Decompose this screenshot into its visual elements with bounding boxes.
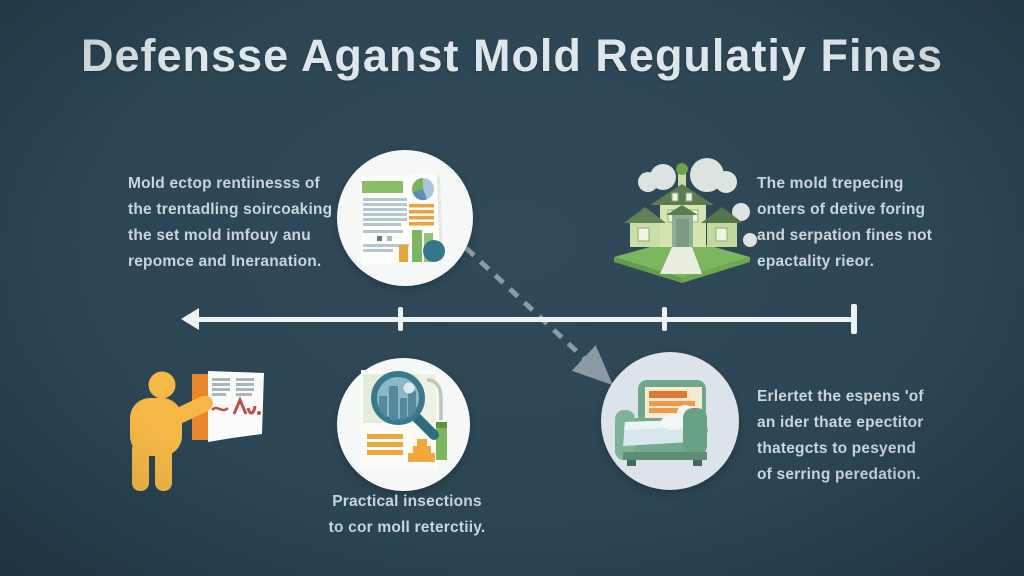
green-header-bar bbox=[362, 181, 403, 193]
house-graphic bbox=[614, 158, 757, 283]
teal-dot bbox=[423, 240, 445, 262]
text-line: of serring peredation. bbox=[757, 466, 921, 483]
lens-highlight bbox=[403, 382, 415, 394]
timeline-tick bbox=[662, 307, 667, 331]
caption-bottom-center: Practical insections to cor moll reterct… bbox=[287, 489, 527, 541]
magnifier-glass bbox=[371, 371, 439, 440]
text-line: repomce and Ineranation. bbox=[128, 253, 322, 270]
bed-graphic bbox=[615, 380, 709, 466]
chimney bbox=[678, 173, 686, 188]
skyline bbox=[379, 386, 416, 421]
porch-roof bbox=[666, 205, 698, 215]
text-line: thategcts to pesyend bbox=[757, 440, 917, 457]
text-line: the trentadling soircoaking bbox=[128, 201, 333, 218]
text-line: onters of detive foring bbox=[757, 201, 926, 218]
text-line: epactality rieor. bbox=[757, 253, 875, 270]
presenter-graphic bbox=[130, 371, 264, 491]
right-armrest bbox=[683, 408, 707, 456]
bed-leg bbox=[693, 460, 702, 466]
magnifier-inspection-icon bbox=[337, 358, 470, 491]
text-line: to cor moll reterctiiy. bbox=[328, 519, 486, 536]
inspection-graphic bbox=[361, 370, 447, 470]
text-line: the set mold imfouy anu bbox=[128, 227, 311, 244]
orange-lines bbox=[367, 434, 403, 455]
walkway bbox=[660, 247, 702, 274]
text-block-top-left: Mold ectop rentiinesss of the trentadlin… bbox=[128, 171, 353, 275]
person-figure bbox=[130, 371, 213, 491]
left-roof bbox=[624, 207, 666, 223]
dashed-line bbox=[464, 246, 613, 386]
timeline-end-cap bbox=[851, 304, 857, 334]
report-chart-document-icon bbox=[337, 150, 473, 286]
blanket bbox=[623, 414, 691, 446]
timeline-left-arrowhead-icon bbox=[181, 308, 199, 330]
text-line: The mold trepecing bbox=[757, 175, 904, 192]
text-block-top-right: The mold trepecing onters of detive fori… bbox=[757, 171, 982, 275]
chimney-bush bbox=[676, 163, 688, 175]
bed-icon bbox=[601, 352, 739, 490]
green-bar-cap bbox=[436, 422, 447, 428]
green-bar bbox=[436, 422, 447, 460]
text-lines bbox=[363, 198, 409, 252]
green-house-icon bbox=[610, 152, 758, 294]
base-bar bbox=[623, 452, 707, 460]
door bbox=[676, 219, 689, 247]
right-roof bbox=[701, 207, 743, 223]
main-roof bbox=[650, 184, 714, 205]
text-line: Erlertet the espens 'of bbox=[757, 388, 924, 405]
text-line: and serpation fines not bbox=[757, 227, 933, 244]
bed-leg bbox=[627, 460, 636, 466]
orange-steps bbox=[408, 439, 435, 462]
signature-squiggle bbox=[211, 396, 261, 415]
text-line: Mold ectop rentiinesss of bbox=[128, 175, 320, 192]
presenter-with-chart-icon bbox=[112, 358, 292, 508]
page-title: Defensse Aganst Mold Regulatiy Fines bbox=[81, 30, 943, 81]
orange-lines bbox=[409, 204, 434, 226]
pie-chart bbox=[412, 178, 434, 201]
text-block-bottom-right: Erlertet the espens 'of an ider thate ep… bbox=[757, 384, 987, 488]
text-line: Practical insections bbox=[332, 493, 482, 510]
tube bbox=[426, 378, 443, 420]
text-line: an ider thate epectitor bbox=[757, 414, 924, 431]
chart-page bbox=[208, 371, 264, 442]
magnifier-handle bbox=[412, 413, 439, 440]
timeline-tick bbox=[398, 307, 403, 331]
clouds bbox=[638, 158, 757, 247]
report-document-graphic bbox=[360, 174, 445, 265]
